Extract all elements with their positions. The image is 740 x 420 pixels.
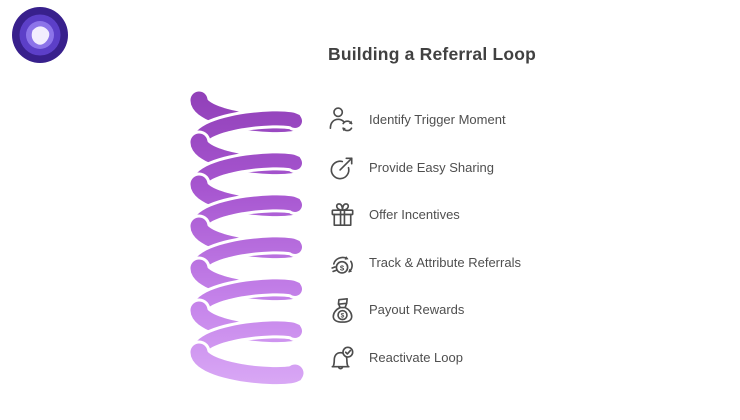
brand-logo bbox=[12, 7, 68, 63]
steps-list: Identify Trigger Moment Provide Easy Sha… bbox=[327, 96, 521, 381]
step-label: Offer Incentives bbox=[369, 207, 460, 223]
step-label: Track & Attribute Referrals bbox=[369, 254, 521, 270]
step-label: Reactivate Loop bbox=[369, 349, 463, 365]
step-identify-trigger: Identify Trigger Moment bbox=[327, 96, 521, 144]
money-bag-icon: $ bbox=[327, 294, 358, 325]
step-offer-incentives: Offer Incentives bbox=[327, 191, 521, 239]
gift-icon bbox=[327, 199, 358, 230]
share-arrow-icon bbox=[327, 152, 358, 183]
step-reactivate-loop: Reactivate Loop bbox=[327, 334, 521, 382]
step-payout-rewards: $ Payout Rewards bbox=[327, 286, 521, 334]
coil-strokes bbox=[187, 88, 307, 388]
svg-text:$: $ bbox=[341, 313, 345, 320]
step-label: Identify Trigger Moment bbox=[369, 112, 506, 128]
logo-core-pick-icon bbox=[31, 26, 50, 45]
step-label: Provide Easy Sharing bbox=[369, 159, 495, 175]
money-sync-icon: $ bbox=[327, 247, 358, 278]
user-sync-icon bbox=[327, 104, 358, 135]
bell-check-icon bbox=[327, 342, 358, 373]
step-label: Payout Rewards bbox=[369, 302, 465, 318]
step-easy-sharing: Provide Easy Sharing bbox=[327, 144, 521, 192]
referral-loop-spiral-illustration bbox=[187, 88, 307, 388]
step-track-attribute: $ Track & Attribute Referrals bbox=[327, 239, 521, 287]
svg-text:$: $ bbox=[340, 263, 345, 272]
page-title: Building a Referral Loop bbox=[328, 44, 537, 64]
